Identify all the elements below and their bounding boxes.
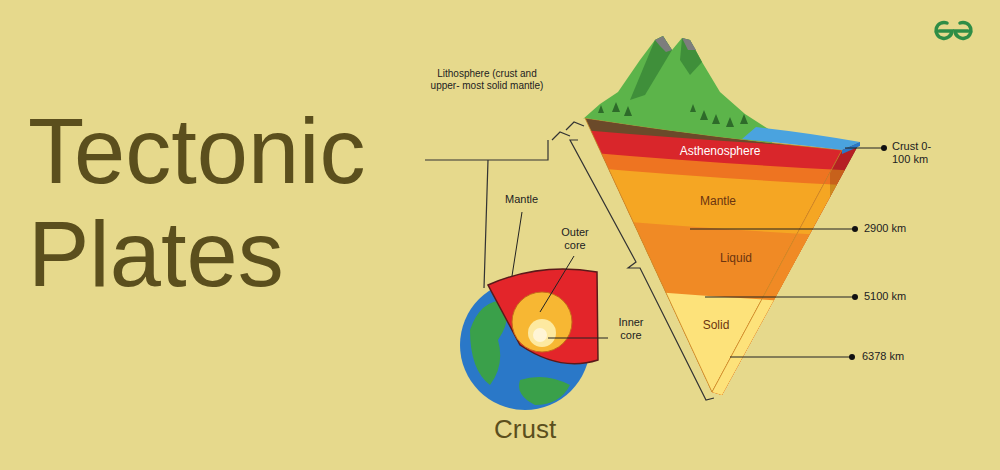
layer-name: Asthenosphere xyxy=(680,144,761,158)
globe xyxy=(460,269,598,410)
layer-name: Mantle xyxy=(700,194,736,208)
depth-label: 2900 km xyxy=(864,222,906,235)
depth-label: 5100 km xyxy=(864,290,906,303)
callout-label: Inner core xyxy=(610,316,652,342)
logo xyxy=(936,22,971,38)
title: Tectonic Plates xyxy=(28,100,428,306)
leader-dot xyxy=(849,145,887,360)
callout-label: Outer core xyxy=(554,226,596,252)
depth-label: Crust 0-100 km xyxy=(892,140,946,166)
earth-wedge xyxy=(560,36,880,470)
callout-label: Mantle xyxy=(505,193,538,206)
layer-name: Solid xyxy=(703,318,730,332)
depth-label: 6378 km xyxy=(862,350,904,363)
callout-label: Lithosphere (crust and upper- most solid… xyxy=(427,68,547,92)
leader-line xyxy=(512,148,884,357)
caption-label: Crust xyxy=(494,414,556,445)
layer-name: Liquid xyxy=(720,251,752,265)
